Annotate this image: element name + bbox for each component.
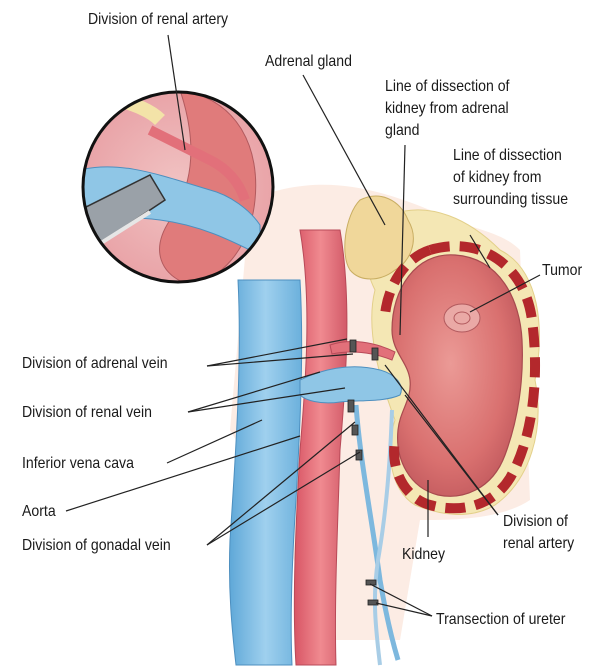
label-line-dissection-tissue-1: Line of dissection — [453, 146, 562, 166]
label-adrenal-gland: Adrenal gland — [265, 52, 352, 72]
label-division-adrenal-vein: Division of adrenal vein — [22, 354, 168, 374]
label-kidney: Kidney — [402, 545, 445, 565]
label-line-dissection-tissue-2: of kidney from — [453, 168, 541, 188]
label-division-renal-artery-top: Division of renal artery — [88, 10, 228, 30]
label-line-dissection-adrenal-3: gland — [385, 121, 419, 141]
label-division-renal-vein: Division of renal vein — [22, 403, 152, 423]
label-inferior-vena-cava: Inferior vena cava — [22, 454, 134, 474]
inferior-vena-cava — [229, 280, 301, 665]
label-aorta: Aorta — [22, 502, 56, 522]
label-line-dissection-adrenal-1: Line of dissection of — [385, 77, 509, 97]
label-transection-ureter: Transection of ureter — [436, 610, 565, 630]
label-line-dissection-adrenal-2: kidney from adrenal — [385, 99, 509, 119]
label-division-renal-artery-right-1: Division of — [503, 512, 568, 532]
magnified-inset — [70, 90, 273, 285]
label-division-renal-artery-right-2: renal artery — [503, 534, 574, 554]
label-line-dissection-tissue-3: surrounding tissue — [453, 190, 568, 210]
tumor — [444, 304, 480, 332]
label-division-gonadal-vein: Division of gonadal vein — [22, 536, 171, 556]
label-tumor: Tumor — [542, 261, 582, 281]
